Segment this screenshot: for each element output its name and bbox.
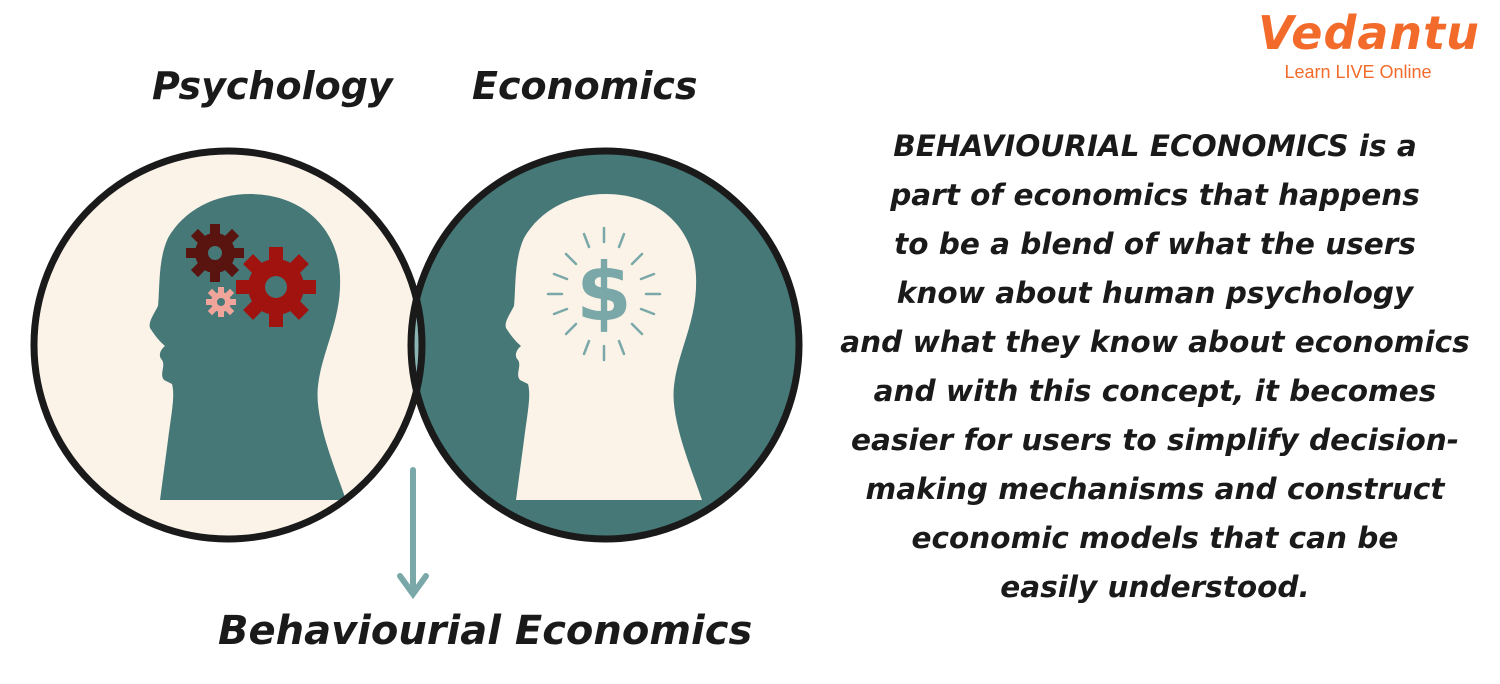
- vedantu-logo: Vedantu Learn LIVE Online: [1258, 6, 1480, 83]
- svg-text:$: $: [576, 246, 632, 339]
- venn-diagram: $: [30, 147, 803, 600]
- description-line: easier for users to simplify decision-: [851, 423, 1459, 457]
- logo-wordmark: Vedantu: [1258, 6, 1480, 60]
- description-text: BEHAVIOURIAL ECONOMICS is a part of econ…: [830, 122, 1480, 612]
- description-line: and with this concept, it becomes: [873, 374, 1437, 408]
- psychology-head-silhouette: [149, 194, 346, 500]
- description-line: know about human psychology: [896, 276, 1414, 310]
- description-line: part of economics that happens: [890, 178, 1420, 212]
- description-line: to be a blend of what the users: [894, 227, 1416, 261]
- description-line: and what they know about economics: [840, 325, 1470, 359]
- logo-tagline: Learn LIVE Online: [1284, 62, 1432, 82]
- behaviourial-economics-label: Behaviourial Economics: [218, 608, 753, 654]
- gear-icon: [206, 287, 236, 317]
- description-line: making mechanisms and construct: [865, 472, 1445, 506]
- description-line: easily understood.: [1000, 570, 1310, 604]
- arrow-down-icon: [397, 467, 429, 600]
- psychology-label: Psychology: [152, 64, 393, 108]
- gear-icon: [186, 224, 244, 282]
- description-line: economic models that can be: [911, 521, 1399, 555]
- economics-label: Economics: [472, 64, 698, 108]
- description-line: BEHAVIOURIAL ECONOMICS is a: [893, 129, 1417, 163]
- gear-icon: [236, 247, 316, 327]
- dollar-icon: $: [546, 226, 662, 362]
